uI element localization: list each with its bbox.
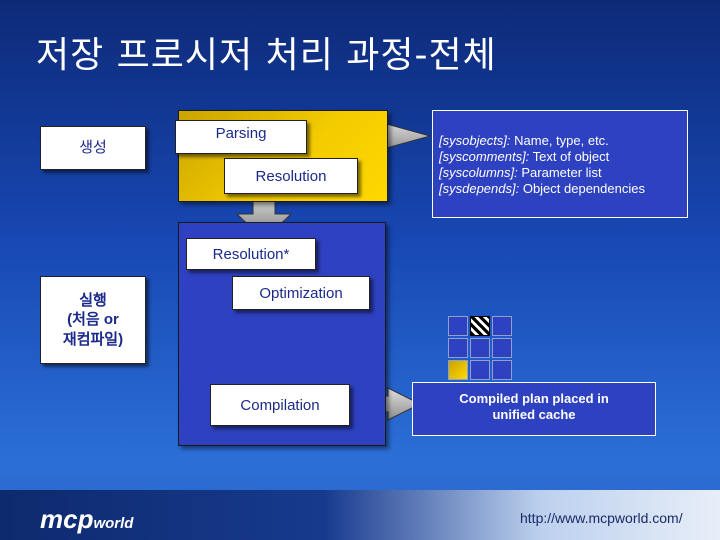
execute-label-line3: 재컴파일) (62, 330, 124, 348)
cache-grid (448, 316, 514, 382)
brand-logo-sub: world (93, 515, 134, 532)
execute-label: 실행 (처음 or 재컴파일) (40, 276, 146, 364)
cache-cell (470, 338, 490, 358)
cache-cell-new-plan (448, 360, 468, 380)
cache-line2: unified cache (492, 407, 576, 422)
resolution-stage-label: Resolution (255, 167, 327, 185)
cache-cell (492, 338, 512, 358)
parsing-stage: Parsing (175, 120, 307, 154)
system-tables-box: [sysobjects]: Name, type, etc. [syscomme… (432, 110, 688, 218)
parsing-stage-label: Parsing (215, 125, 267, 142)
brand-logo: mcpworld (40, 504, 133, 535)
slide-title: 저장 프로시저 처리 과정-전체 (36, 35, 497, 76)
resolution-star-stage-label: Resolution* (212, 245, 290, 263)
resolution-star-stage: Resolution* (186, 238, 316, 270)
system-table-row: [syscomments]: Text of object (439, 149, 610, 164)
system-table-row: [sysdepends]: Object dependencies (439, 181, 645, 196)
brand-logo-main: mcp (40, 504, 94, 534)
cache-cell (492, 316, 512, 336)
create-label: 생성 (40, 126, 146, 170)
compilation-stage: Compilation (210, 384, 350, 426)
cache-cell (448, 316, 468, 336)
optimization-stage-label: Optimization (259, 284, 343, 302)
cache-line1: Compiled plan placed in (459, 391, 609, 406)
resolution-stage: Resolution (224, 158, 358, 194)
cache-box: Compiled plan placed in unified cache (412, 382, 656, 436)
compilation-stage-label: Compilation (240, 396, 320, 414)
optimization-stage: Optimization (232, 276, 370, 310)
footer-url[interactable]: http://www.mcpworld.com/ (520, 510, 683, 526)
cache-cell (448, 338, 468, 358)
cache-cell (470, 360, 490, 380)
system-table-row: [sysobjects]: Name, type, etc. (439, 133, 609, 148)
execute-label-line1: 실행 (79, 291, 107, 309)
cache-cell (492, 360, 512, 380)
system-table-row: [syscolumns]: Parameter list (439, 165, 602, 180)
footer-bar (0, 490, 720, 540)
cache-cell-hatched (470, 316, 490, 336)
execute-label-line2: (처음 or (67, 311, 119, 329)
create-label-text: 생성 (79, 139, 107, 157)
